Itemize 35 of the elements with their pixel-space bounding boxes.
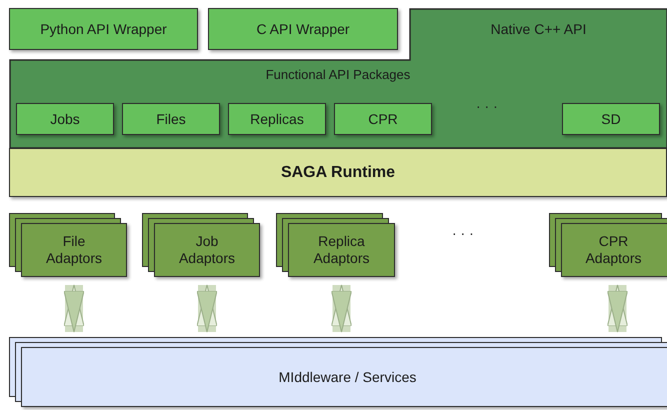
stacked-box [549,213,667,277]
double-arrow [64,284,84,332]
ellipsis: · · · [452,225,474,241]
layer-box [562,103,660,135]
box-label: SAGA Runtime [280,162,396,182]
box-label: Python API Wrapper [40,20,167,38]
box-label: Job Adaptors [178,232,236,268]
stacked-box [9,213,127,277]
double-arrow [196,284,218,332]
box-label: CPR [368,110,398,128]
box-label: Replica Adaptors [312,232,371,268]
box-label: File Adaptors [44,232,104,268]
layer-box [334,103,432,135]
layer-box [16,103,114,135]
box-label: MIddleware / Services [278,368,418,387]
band-heading: Functional API Packages [264,66,412,84]
box-label: SD [601,110,621,128]
stacked-box [142,213,260,277]
layer-box [208,8,398,50]
layer-box [228,103,326,135]
stacked-box [276,213,395,277]
box-label: Jobs [50,110,80,128]
layer-box [9,148,667,197]
panel-title: Native C++ API [490,20,588,39]
stacked-box [9,337,667,407]
layer-box [122,103,220,135]
box-label: CPR Adaptors [584,232,643,268]
api-panel [9,8,667,148]
box-label: Files [156,110,186,128]
box-label: C API Wrapper [256,20,350,38]
layer-box [9,8,198,50]
double-arrow [607,284,628,332]
ellipsis: · · · [476,98,498,114]
double-arrow [331,284,352,332]
box-label: Replicas [250,110,304,128]
